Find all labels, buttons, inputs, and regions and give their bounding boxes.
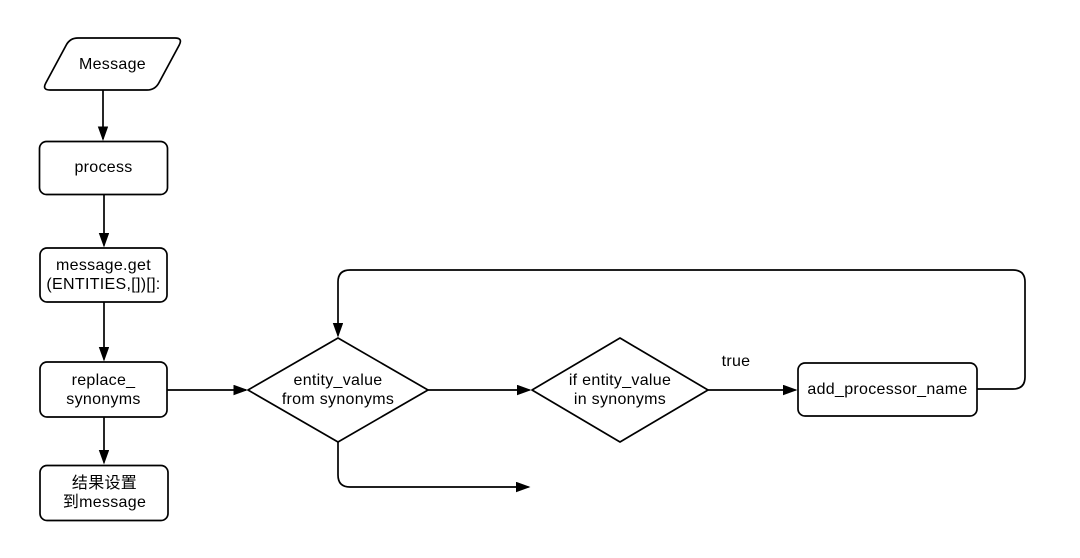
edge-decision-from-exit-right: [337, 442, 529, 487]
node-set-result-box: [39, 464, 169, 522]
node-decision-from-synonyms-diamond: [247, 337, 429, 443]
node-decision-in-synonyms-diamond: [531, 337, 709, 443]
node-add-processor-name-box: [797, 362, 978, 417]
edge-add-processor-loop-back: [338, 269, 1026, 390]
node-replace-synonyms-box: [39, 361, 168, 418]
node-process-box: [38, 140, 169, 196]
node-message-get-box: [39, 247, 168, 303]
node-message-parallelogram: [43, 37, 182, 91]
